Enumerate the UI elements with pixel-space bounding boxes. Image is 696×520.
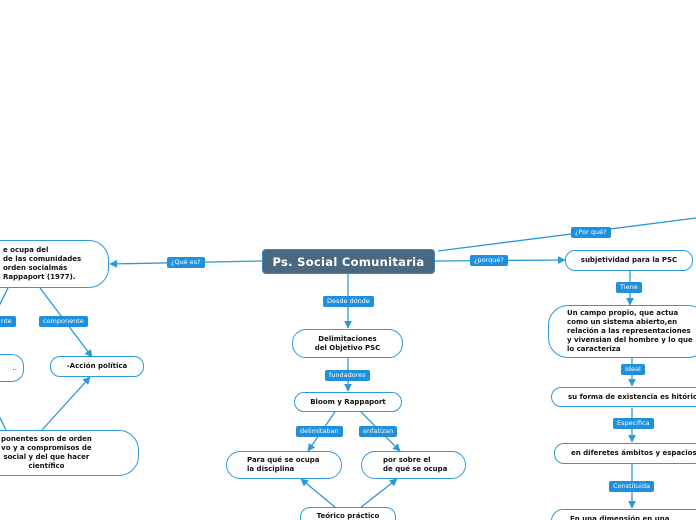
definition-node[interactable]: e ocupa del de las comunidades orden soc… <box>0 240 109 288</box>
accion-politica-node[interactable]: -Acción política <box>50 356 144 377</box>
label-tiene: Tiene <box>616 282 642 293</box>
left-small-node[interactable]: .. <box>0 354 24 382</box>
link-definition-left <box>0 287 9 306</box>
label-ideal: Ideal <box>621 364 645 375</box>
label-delimitaban: delimitaban <box>296 426 343 437</box>
label-componente-left: nte <box>0 316 16 327</box>
por-sobre-node[interactable]: por sobre el de qué se ocupa <box>361 451 466 479</box>
bloom-rappaport-node[interactable]: Bloom y Rappaport <box>294 392 402 412</box>
link-root-topright <box>437 217 696 252</box>
link-components-left <box>0 416 7 431</box>
label-por-que: ¿Por qué? <box>571 227 611 238</box>
components-node[interactable]: ponentes son de orden vo y a compromisos… <box>0 430 139 476</box>
label-componente: componente <box>39 316 88 327</box>
label-especifica: Especifica <box>613 418 654 429</box>
campo-propio-node[interactable]: Un campo propio, que actua como un siste… <box>548 305 696 358</box>
link-teorico-paraque <box>300 478 337 509</box>
delimitaciones-node[interactable]: Delimitaciones del Objetivo PSC <box>292 329 403 358</box>
teorico-practico-node[interactable]: Teórico práctico <box>300 507 396 520</box>
dimension-node[interactable]: En una dimensión en una <box>551 509 696 520</box>
para-que-node[interactable]: Para qué se ocupa la disciplina <box>226 451 342 479</box>
ambitos-node[interactable]: en diferetes ámbitos y espacios <box>554 443 696 464</box>
existencia-node[interactable]: su forma de existencia es hitórica <box>551 387 696 407</box>
label-desde-donde: Desde dónde <box>323 296 374 307</box>
label-constituida: Constituida <box>609 481 654 492</box>
link-components-accion <box>41 376 91 431</box>
root-topic[interactable]: Ps. Social Comunitaria <box>262 249 435 274</box>
link-teorico-porsobre <box>359 478 398 509</box>
label-enfatizan: enfatizan <box>359 426 398 437</box>
label-porque: ¿porqué? <box>470 255 508 266</box>
label-que-es: ¿Qué es? <box>167 257 205 268</box>
subjetividad-node[interactable]: subjetividad para la PSC <box>565 250 693 271</box>
label-fundadores: fundadores <box>325 370 370 381</box>
